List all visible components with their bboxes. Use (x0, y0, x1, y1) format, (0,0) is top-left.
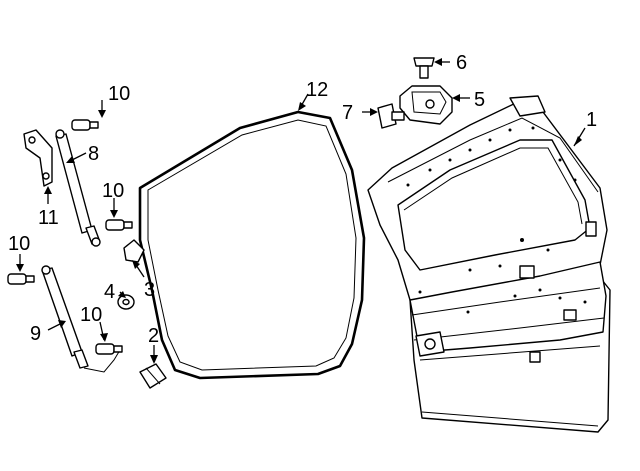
liftgate-panel (367, 95, 611, 433)
hinge-bolt (413, 57, 435, 79)
callout-3: 3 (144, 279, 155, 301)
callout-11: 11 (38, 207, 59, 229)
callout-4: 4 (104, 281, 115, 303)
ball-stud-b (105, 219, 133, 231)
leader-lines (16, 58, 586, 364)
callout-10-a: 10 (108, 83, 130, 105)
gas-strut-lower (41, 265, 121, 373)
callout-10-d: 10 (80, 304, 102, 326)
callout-1: 1 (586, 109, 597, 131)
ball-stud-c (7, 273, 35, 285)
callout-12: 12 (306, 79, 328, 101)
callout-10-c: 10 (8, 233, 30, 255)
weatherstrip-seal (138, 110, 366, 380)
callout-2: 2 (148, 325, 159, 347)
callout-10-b: 10 (102, 180, 124, 202)
ball-stud-a (71, 119, 99, 131)
callout-7: 7 (342, 102, 353, 124)
strut-bracket (23, 129, 53, 187)
liftgate-holes (406, 126, 587, 314)
callout-8: 8 (88, 143, 99, 165)
ball-stud-d (95, 343, 123, 355)
rubber-stop (139, 363, 167, 389)
hinge (399, 85, 453, 125)
gas-strut-upper (55, 129, 101, 247)
callout-9: 9 (30, 323, 41, 345)
hinge-side-bolt (377, 103, 405, 129)
bumper-stop (123, 239, 145, 263)
callout-5: 5 (474, 89, 485, 111)
callout-6: 6 (456, 52, 467, 74)
grommet (117, 294, 135, 310)
